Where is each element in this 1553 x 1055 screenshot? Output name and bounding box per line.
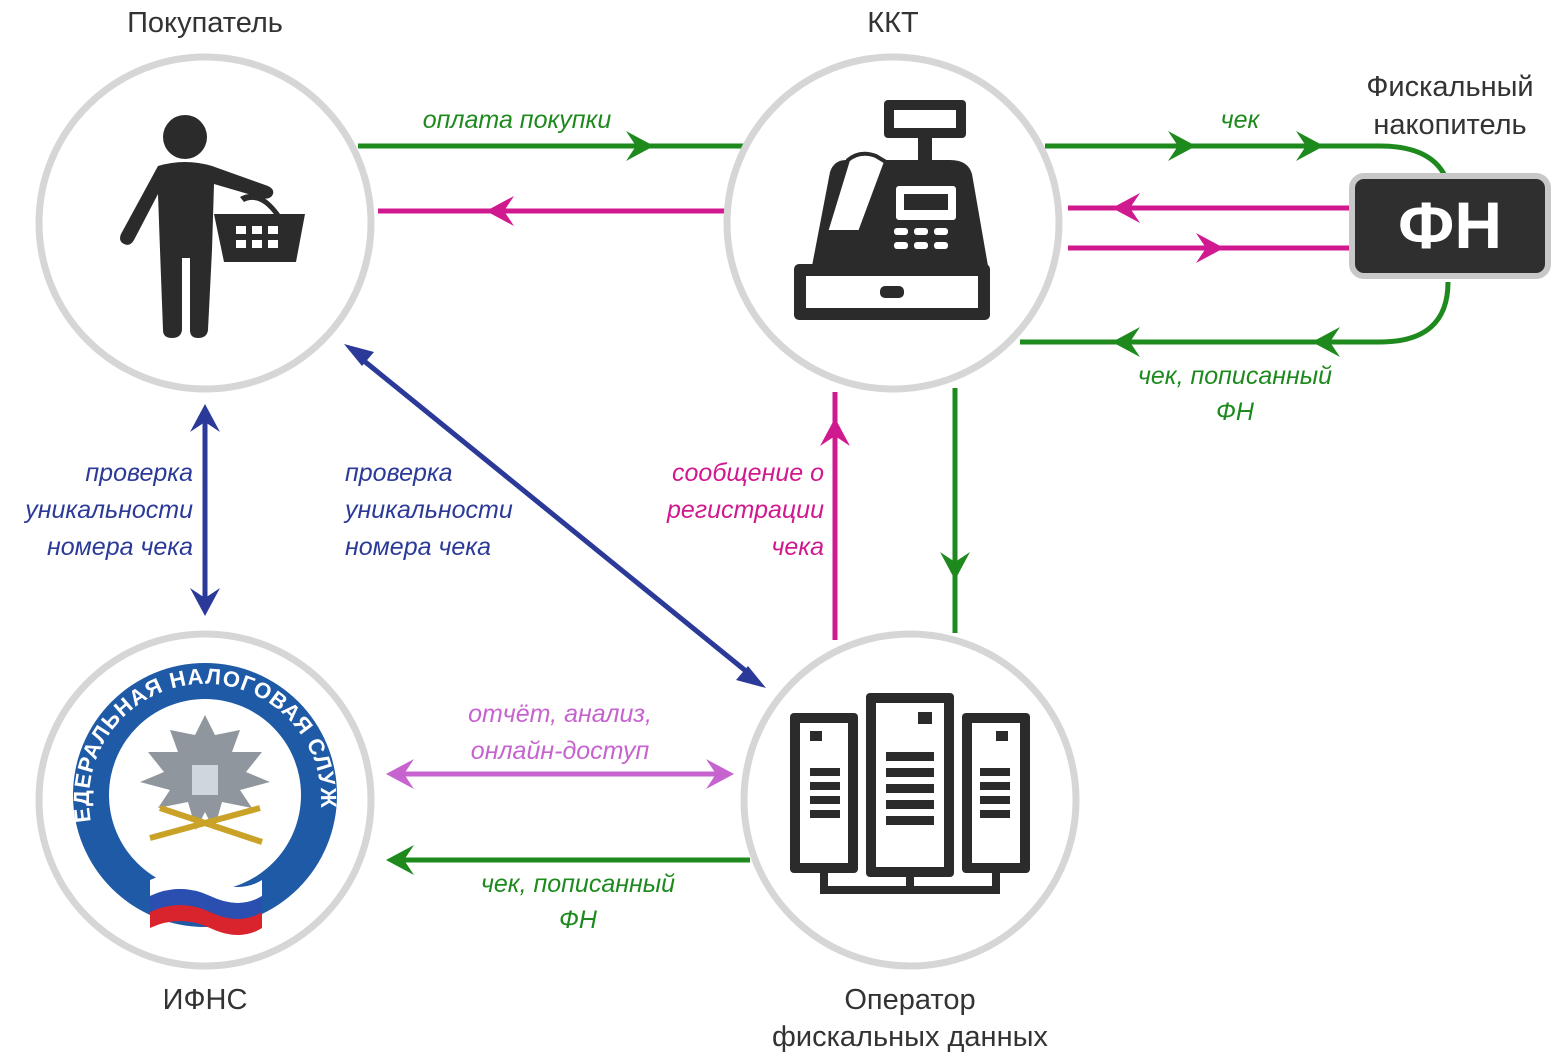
edge-uniqueness-check-left bbox=[190, 404, 220, 616]
buyer-label: Покупатель bbox=[127, 7, 283, 39]
russian-flag-icon bbox=[150, 873, 262, 935]
node-kkt: ККТ bbox=[723, 7, 1063, 393]
server-rack-icon bbox=[790, 693, 1030, 894]
ofd-label-line-2: фискальных данных bbox=[772, 1021, 1048, 1053]
receipt-signed-from-fn-label-line-2: ФН bbox=[1216, 398, 1255, 426]
edge-fn-loop bbox=[1068, 193, 1373, 263]
uniqueness-check-left-line-3: номера чека bbox=[47, 533, 193, 561]
edge-registration-message bbox=[820, 392, 850, 640]
report-access-line-2: онлайн-доступ bbox=[471, 737, 650, 765]
payment-label: оплата покупки bbox=[423, 106, 612, 134]
node-ofd: Оператор фискальных данных bbox=[740, 630, 1080, 1053]
uniqueness-check-diag-line-2: уникальности bbox=[343, 496, 513, 524]
node-fn: ФН Фискальный накопитель bbox=[1349, 71, 1551, 279]
fn-label-line-1: Фискальный bbox=[1366, 71, 1533, 103]
kkt-label: ККТ bbox=[867, 7, 919, 39]
ofd-label-line-1: Оператор bbox=[844, 984, 975, 1016]
ifns-label: ИФНС bbox=[163, 984, 248, 1016]
edge-receipt-to-fn bbox=[1045, 131, 1448, 178]
fn-badge-text: ФН bbox=[1398, 188, 1502, 262]
receipt-signed-from-fn-label-line-1: чек, пописанный bbox=[1138, 362, 1332, 390]
uniqueness-check-diag-line-3: номера чека bbox=[345, 533, 491, 561]
registration-message-line-2: регистрации bbox=[666, 496, 824, 524]
edge-receipt-signed-to-ifns bbox=[386, 845, 750, 875]
edges bbox=[190, 131, 1451, 875]
edge-payment bbox=[358, 131, 745, 161]
uniqueness-check-diag-line-1: проверка bbox=[345, 459, 453, 487]
cash-register-icon bbox=[794, 100, 990, 320]
node-buyer: Покупатель bbox=[35, 7, 375, 393]
edge-kkt-to-ofd bbox=[940, 388, 970, 633]
registration-message-line-3: чека bbox=[771, 533, 824, 561]
edge-uniqueness-check-diag bbox=[344, 344, 766, 688]
edge-receipt-signed-from-fn bbox=[1020, 281, 1451, 357]
receipt-to-fn-label: чек bbox=[1221, 106, 1261, 134]
uniqueness-check-left-line-2: уникальности bbox=[23, 496, 193, 524]
report-access-line-1: отчёт, анализ, bbox=[468, 700, 652, 728]
registration-message-line-1: сообщение о bbox=[672, 459, 824, 487]
uniqueness-check-left-line-1: проверка bbox=[85, 459, 193, 487]
receipt-signed-to-ifns-line-1: чек, пописанный bbox=[481, 870, 675, 898]
fn-label-line-2: накопитель bbox=[1373, 109, 1526, 141]
edge-report-access bbox=[386, 759, 734, 789]
edge-labels: оплата покупки чек чек, пописанный ФН пр… bbox=[23, 106, 1332, 934]
edge-kkt-to-buyer bbox=[378, 196, 725, 226]
receipt-signed-to-ifns-line-2: ФН bbox=[559, 906, 598, 934]
